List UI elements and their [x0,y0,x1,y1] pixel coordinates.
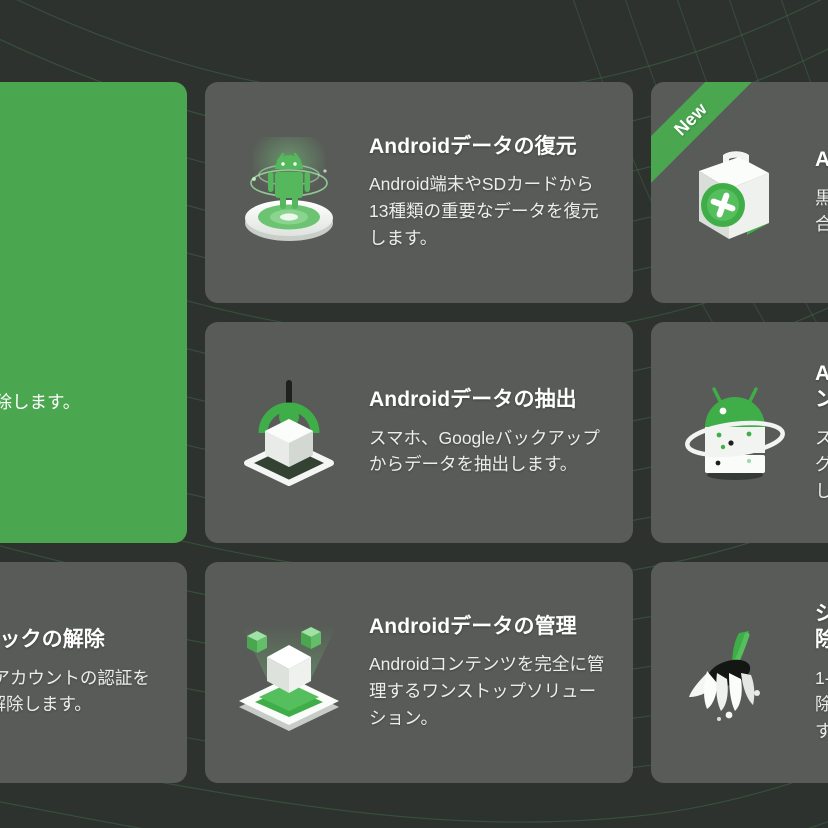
card-text-block: Androidデータの管理 Androidコンテンツを完全に管理するワンストップ… [369,614,607,731]
card-title: Androidデータの復元 [369,134,577,158]
card-text-block: FRPロックの解除 Googleアカウントの認証を簡単に解除します。 [0,627,161,718]
card-junk-cleaner[interactable]: ジャンクファイルの削除 1-Clickで不要ファイルを削除し、動作を高速化します… [651,562,828,783]
card-text-block: Androidシステム修復 黒画面などのシステム不具合を安全に修復します。 [815,147,828,238]
card-description: Android端末やSDカードから13種類の重要なデータを復元します。 [369,174,599,248]
toolbox-plus-icon [673,131,797,255]
card-description: あらゆる画面ロックを解除します。 [0,391,81,412]
card-android-data-recovery[interactable]: Androidデータの復元 Android端末やSDカードから13種類の重要なデ… [205,82,633,303]
card-title: ジャンクファイルの削除 [815,601,828,652]
card-text-block: Androidシステムのインストール スマホのシステムをアップグレード、ダウング… [815,361,828,505]
broom-icon [673,611,797,735]
card-description: スマホ、Googleバックアップからデータを抽出します。 [369,427,600,475]
card-text-block: ジャンクファイルの削除 1-Clickで不要ファイルを削除し、動作を高速化します… [815,601,828,745]
card-description: 1-Clickで不要ファイルを削除し、動作を高速化します。 [815,667,828,741]
card-description: 黒画面などのシステム不具合を安全に修復します。 [815,187,828,235]
card-title: Androidシステム修復 [815,148,828,172]
cubes-platform-icon [227,611,351,735]
card-text-block: Androidデータの抽出 スマホ、Googleバックアップからデータを抽出しま… [369,387,607,478]
card-title: FRPロックの解除 [0,628,105,652]
card-android-data-extraction[interactable]: Androidデータの抽出 スマホ、Googleバックアップからデータを抽出しま… [205,322,633,543]
card-screen-lock-removal[interactable]: 画面ロックの解除 あらゆる画面ロックを解除します。 [0,82,187,543]
card-description: スマホのシステムをアップグレード、ダウングレードします。 [815,427,828,501]
card-frp-unlock[interactable]: FRPロックの解除 Googleアカウントの認証を簡単に解除します。 [0,562,187,783]
card-android-data-manage[interactable]: Androidデータの管理 Androidコンテンツを完全に管理するワンストップ… [205,562,633,783]
cube-extract-icon [227,371,351,495]
card-title: Androidシステムのインストール [815,361,828,412]
feature-card-grid: 画面ロックの解除 あらゆる画面ロックを解除します。 [0,82,828,783]
android-planet-icon [673,371,797,495]
card-title: Androidデータの管理 [369,614,577,638]
android-robot-disc-icon [227,131,351,255]
card-text-block: Androidデータの復元 Android端末やSDカードから13種類の重要なデ… [369,134,607,251]
card-title: Androidデータの抽出 [369,388,577,412]
card-description: Googleアカウントの認証を簡単に解除します。 [0,667,150,715]
card-android-system-install[interactable]: Androidシステムのインストール スマホのシステムをアップグレード、ダウング… [651,322,828,543]
card-description: Androidコンテンツを完全に管理するワンストップソリューション。 [369,654,605,728]
card-android-system-repair[interactable]: New Android [651,82,828,303]
